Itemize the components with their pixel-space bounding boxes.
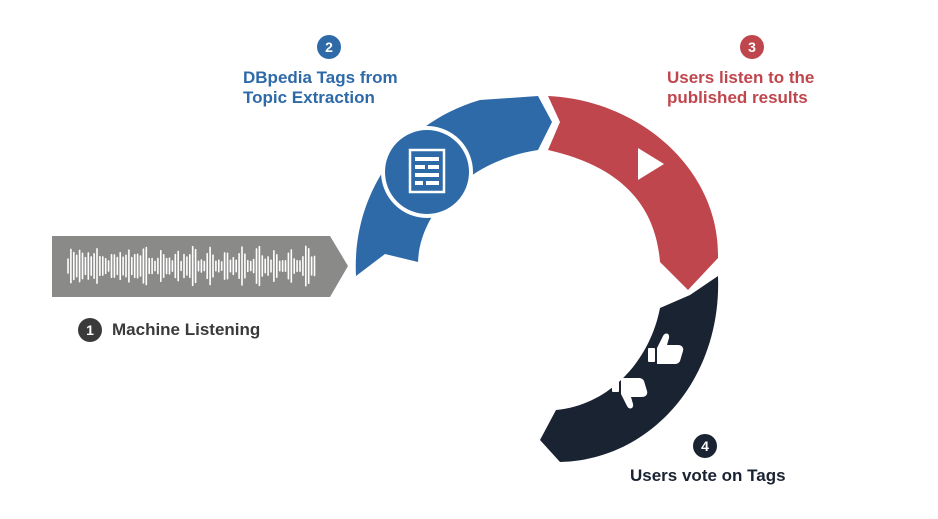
play-icon — [638, 148, 664, 180]
step-3-label: Users listen to the published results — [667, 68, 814, 108]
step-2-label: DBpedia Tags from Topic Extraction — [243, 68, 398, 108]
waveform-icon — [67, 245, 316, 287]
step-3-label-line-2: published results — [667, 88, 808, 107]
step-1-number: 1 — [78, 318, 102, 342]
step-2-label-line-2: Topic Extraction — [243, 88, 375, 107]
red-arc-segment — [548, 96, 719, 290]
step-3-number: 3 — [740, 35, 764, 59]
step-2-label-line-1: DBpedia Tags from — [243, 68, 398, 87]
step-4-label: Users vote on Tags — [630, 466, 786, 485]
thumbs-up-icon — [648, 333, 684, 364]
step-2-number: 2 — [317, 35, 341, 59]
document-tags-icon — [381, 126, 473, 218]
thumbs-down-icon — [612, 378, 648, 409]
step-4-number: 4 — [693, 434, 717, 458]
navy-arc-segment — [540, 276, 719, 462]
step-3-label-line-1: Users listen to the — [667, 68, 815, 87]
step-1-label: Machine Listening — [112, 320, 261, 339]
